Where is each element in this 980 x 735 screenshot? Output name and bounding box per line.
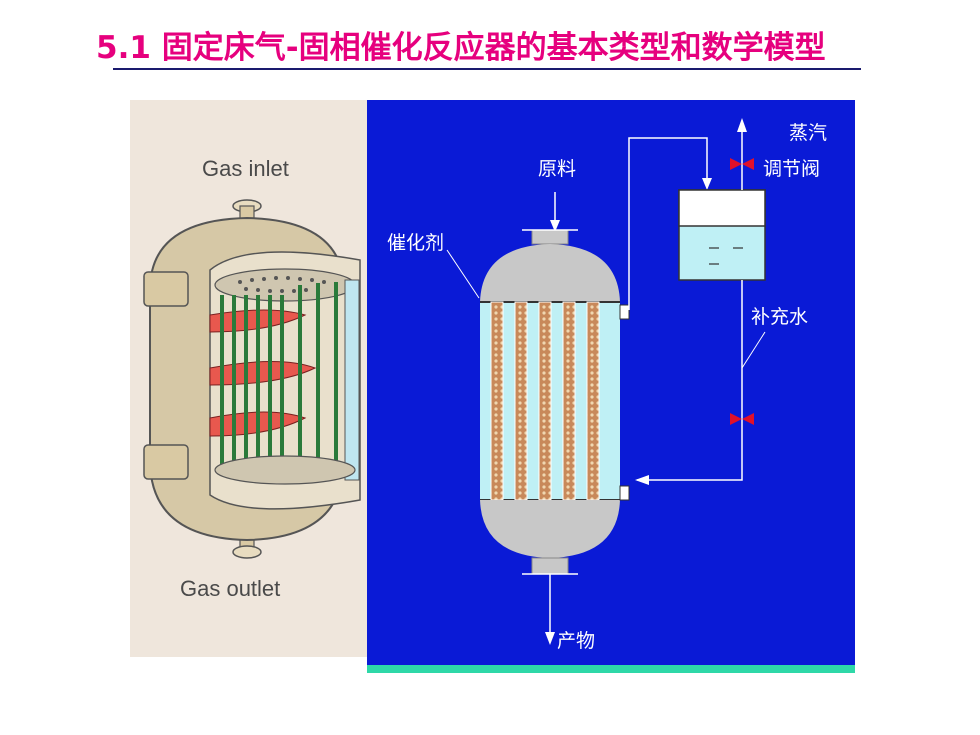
control-valve-icon: [730, 158, 742, 170]
control-valve-label: 调节阀: [763, 158, 821, 180]
reactor-schematic-svg: [446, 118, 766, 645]
steam-label: 蒸汽: [789, 122, 828, 144]
product-arrow-head: [545, 632, 555, 645]
makeup-water-valve-icon: [730, 413, 742, 425]
title-underline: [113, 68, 861, 70]
reactor-schematic: 原料 催化剂 蒸汽 调节阀 补充水 产物: [367, 100, 855, 665]
accent-bar: [367, 665, 855, 673]
product-label: 产物: [557, 630, 596, 652]
gas-outlet-label: Gas outlet: [180, 576, 281, 601]
feed-arrow-head: [550, 220, 560, 232]
gas-inlet-label: Gas inlet: [202, 156, 289, 181]
page-title: 5.1 固定床气-固相催化反应器的基本类型和数学模型: [96, 30, 826, 66]
feed-label: 原料: [538, 158, 577, 180]
reactor-cutaway-illustration: Gas inlet Gas outlet: [130, 100, 367, 657]
reactor-bottom-dome: [480, 500, 620, 558]
catalyst-label: 催化剂: [387, 232, 445, 254]
reactor-cutaway-svg: [143, 199, 361, 559]
reactor-top-dome: [480, 244, 620, 302]
makeup-water-label: 补充水: [751, 306, 809, 328]
